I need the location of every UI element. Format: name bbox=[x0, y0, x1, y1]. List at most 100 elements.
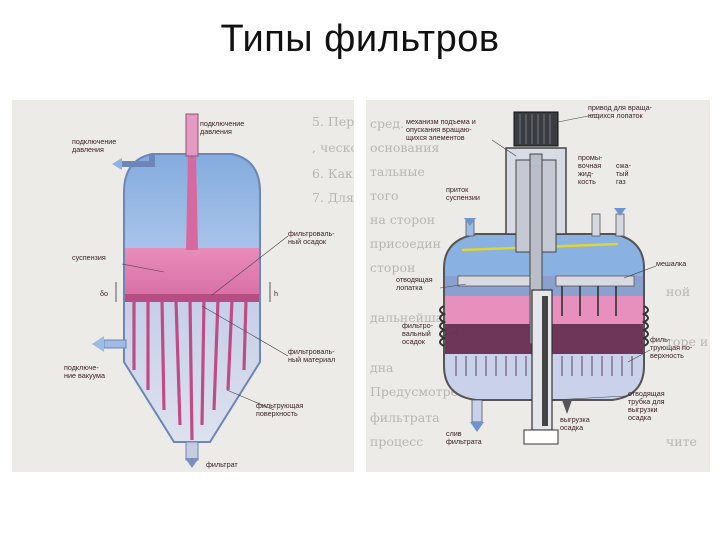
label-pressure-side-2: давления bbox=[72, 145, 104, 154]
label-drain-2: фильтрата bbox=[446, 437, 482, 446]
bg-r-9: дальнейшая bbox=[370, 310, 451, 325]
rotary-filter-panel: сред. основания тальные того на сторон п… bbox=[366, 100, 710, 472]
label-delta: δо bbox=[100, 289, 108, 298]
inflow-arrow-icon bbox=[464, 218, 476, 226]
label-cake-r-2: вальный bbox=[402, 329, 431, 338]
bg-r-14: процесс bbox=[370, 434, 423, 449]
label-wash-3: жид- bbox=[578, 169, 594, 178]
label-filtrate: фильтрат bbox=[206, 460, 238, 469]
heating-coils bbox=[439, 305, 649, 347]
label-pressure-top-1: подключение bbox=[200, 119, 244, 128]
label-pressure-top-2: давления bbox=[200, 127, 232, 136]
pressure-pipe bbox=[120, 154, 155, 167]
filter-grid bbox=[455, 356, 633, 376]
label-surface-1: филь- bbox=[650, 335, 671, 344]
label-gas-3: газ bbox=[616, 177, 626, 186]
label-cake-1: фильтроваль- bbox=[288, 229, 335, 238]
vessel2-outline bbox=[443, 233, 645, 401]
label-pressure-side-1: подключение bbox=[72, 137, 116, 146]
label-drain-1: слив bbox=[446, 429, 462, 438]
bg-r-7: сторон bbox=[370, 260, 415, 275]
background-text-left: 5. Перечислите особенности техн , ческой… bbox=[312, 114, 537, 205]
label-mixer: мешалка bbox=[656, 259, 686, 268]
bg-r-4: того bbox=[370, 188, 399, 203]
label-tube-3: выгрузки bbox=[628, 405, 658, 414]
cake-layer bbox=[124, 294, 260, 302]
vessel-outline bbox=[123, 153, 261, 443]
bg-line-1: 5. Перечислите особенности техн bbox=[312, 114, 354, 129]
bg-r-15: чите bbox=[666, 434, 697, 449]
mixer-grid-left bbox=[457, 275, 537, 287]
label-lift-2: опускания вращаю- bbox=[406, 125, 472, 134]
drain-pipe bbox=[471, 399, 483, 423]
vacuum-pipe bbox=[103, 339, 127, 349]
label-cake-r-1: фильтро- bbox=[402, 321, 434, 330]
label-vacuum-2: ние вакуума bbox=[64, 371, 105, 380]
bg-r-10: торе и bbox=[666, 334, 708, 349]
gas-pipe bbox=[615, 213, 625, 237]
bg-r-3: тальные bbox=[370, 164, 425, 179]
label-blade-1: отводящая bbox=[396, 275, 433, 284]
label-gas-2: тый bbox=[616, 169, 628, 178]
label-drive-2: ющихся лопаток bbox=[588, 111, 644, 120]
mixer-grid-right bbox=[555, 275, 635, 287]
bg-line-4: 7. Для чего используется гидроц bbox=[312, 190, 354, 205]
page-title: Типы фильтров bbox=[220, 18, 500, 60]
label-wash-1: промы- bbox=[578, 153, 603, 162]
filtrate-arrow-icon bbox=[185, 458, 199, 468]
bg-r-12: Предусмотрена bbox=[370, 384, 474, 399]
bg-r-13: фильтрата bbox=[370, 410, 440, 425]
label-filter-material-1: фильтроваль- bbox=[288, 347, 335, 356]
label-tube-4: осадка bbox=[628, 413, 651, 422]
vessel-contents bbox=[124, 154, 260, 442]
label-unload-1: выгрузка bbox=[560, 415, 590, 424]
gas-arrow-icon bbox=[614, 208, 626, 216]
top-inlet-pipe bbox=[185, 113, 199, 157]
drain-arrow-icon bbox=[470, 422, 484, 432]
discharge-core bbox=[542, 296, 548, 426]
label-drive-1: привод для враща- bbox=[588, 103, 653, 112]
label-lift-3: щихся элементов bbox=[406, 133, 465, 142]
label-filter-material-2: ный материал bbox=[288, 355, 335, 364]
label-wash-4: кость bbox=[578, 177, 596, 186]
label-filter-surface-1: фильтрующая bbox=[256, 401, 303, 410]
background-text-right: сред. основания тальные того на сторон п… bbox=[370, 116, 708, 449]
label-lift-1: механизм подъема и bbox=[406, 117, 476, 126]
suspension-zone bbox=[124, 248, 260, 296]
label-vacuum-1: подключе- bbox=[64, 363, 99, 372]
bg-r-6: присоедин bbox=[370, 236, 441, 251]
label-surface-2: трующая по- bbox=[650, 343, 693, 352]
label-gas-1: сжа- bbox=[616, 161, 631, 170]
drive-motor bbox=[513, 111, 559, 147]
label-cake-r-3: осадок bbox=[402, 337, 426, 346]
inflow-stream bbox=[186, 154, 198, 250]
wash-pipe bbox=[591, 213, 601, 237]
bg-line-2: , ческой ли фильтрующий агре bbox=[312, 140, 354, 155]
bg-line-3: 6. Как фильтр станет центрифу bbox=[312, 166, 354, 181]
label-inflow-2: суспензии bbox=[446, 193, 480, 202]
discharge-valve bbox=[523, 429, 559, 445]
vacuum-arrow-icon bbox=[92, 336, 104, 352]
leader-lines-left bbox=[121, 235, 289, 411]
bg-r-2: основания bbox=[370, 140, 440, 155]
leader-lines-right bbox=[439, 113, 657, 401]
label-unload-2: осадка bbox=[560, 423, 583, 432]
bg-r-11: дна bbox=[370, 360, 394, 375]
bg-r-1: сред. bbox=[370, 116, 404, 131]
bg-r-8: ной bbox=[666, 284, 690, 299]
label-filter-surface-2: поверхность bbox=[256, 409, 298, 418]
label-cake-2: ный осадок bbox=[288, 237, 327, 246]
bottom-outlet bbox=[185, 441, 199, 461]
blades bbox=[561, 286, 617, 316]
label-tube-1: отводящая bbox=[628, 389, 665, 398]
label-blade-2: лопатка bbox=[396, 283, 423, 292]
label-tube-2: трубка для bbox=[628, 397, 665, 406]
label-suspension: суспензия bbox=[72, 253, 106, 262]
rotary-filter-diagram: сред. основания тальные того на сторон п… bbox=[370, 103, 708, 449]
motor-fins bbox=[519, 114, 551, 144]
pressure-filter-panel: 5. Перечислите особенности техн , ческой… bbox=[12, 100, 537, 472]
label-inflow-1: приток bbox=[446, 185, 469, 194]
pressure-filter-diagram: 5. Перечислите особенности техн , ческой… bbox=[64, 113, 537, 469]
filter-tubes bbox=[132, 299, 248, 441]
label-h: h bbox=[274, 289, 278, 298]
